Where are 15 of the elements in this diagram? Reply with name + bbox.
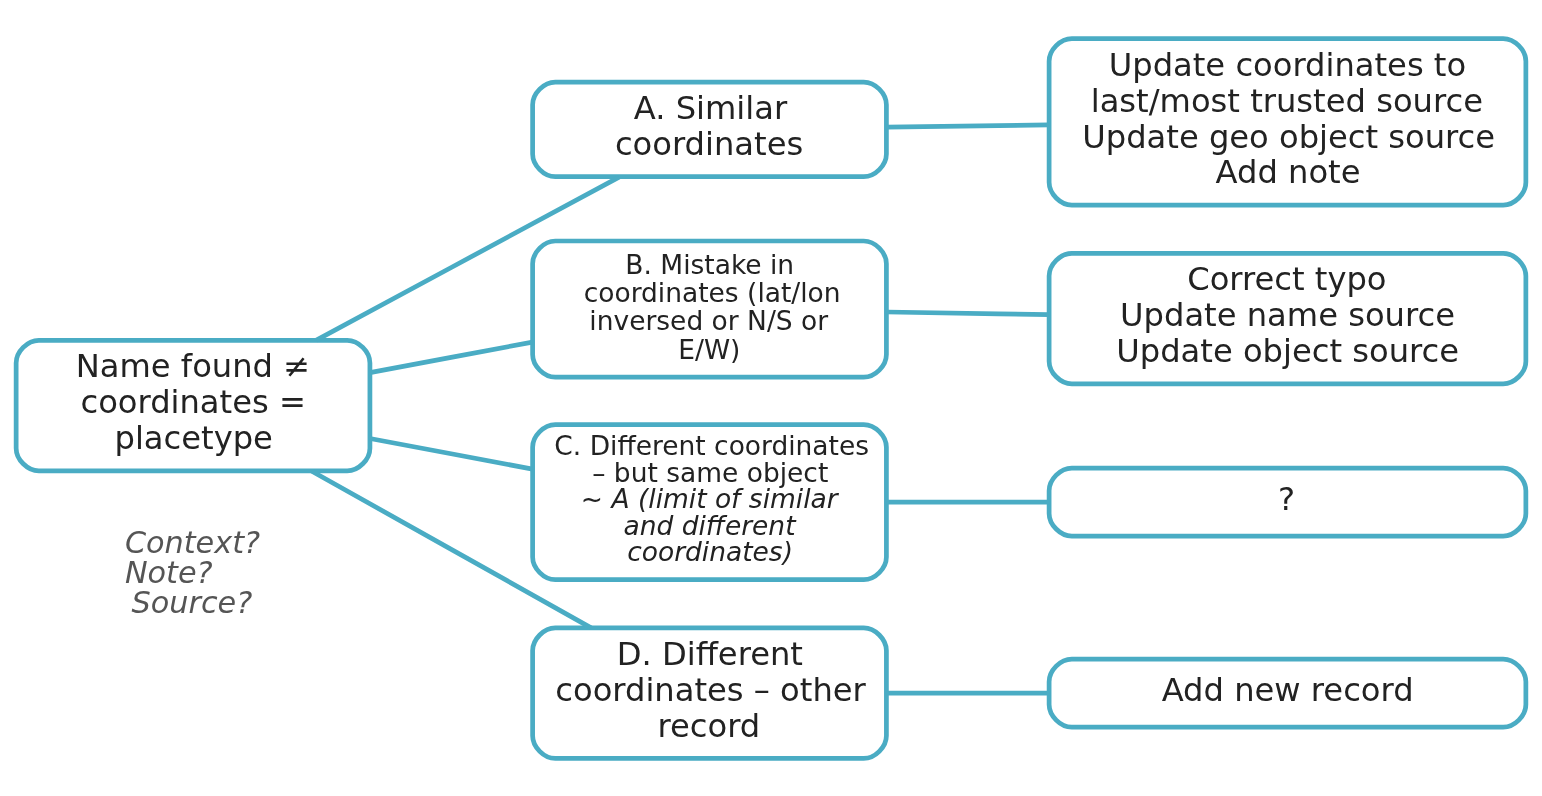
node-box: C. Different coordinates – but same object ~ A (limit of similar and different coordinates): [530, 421, 889, 582]
connector: [369, 339, 533, 375]
node-box: Add new record: [1046, 656, 1529, 730]
connector: [886, 122, 1049, 129]
connector: [886, 690, 1049, 696]
connector: [886, 499, 1049, 504]
node-box: Update coordinates to last/most trusted source Update geo object source Add note: [1046, 35, 1529, 207]
node-box: Name found ≠ coordinates = placetype: [13, 337, 373, 473]
node-box: Correct typo Update name source Update object source: [1046, 250, 1529, 386]
node-box: D. Different coordinates – other record: [530, 625, 889, 761]
node-box: B. Mistake in coordinates (lat/lon inversed or N/S or E/W): [530, 238, 889, 380]
node-box: ?: [1046, 465, 1529, 538]
connector: [369, 435, 533, 471]
node-box: A. Similar coordinates: [530, 79, 889, 179]
connector: [886, 309, 1049, 317]
